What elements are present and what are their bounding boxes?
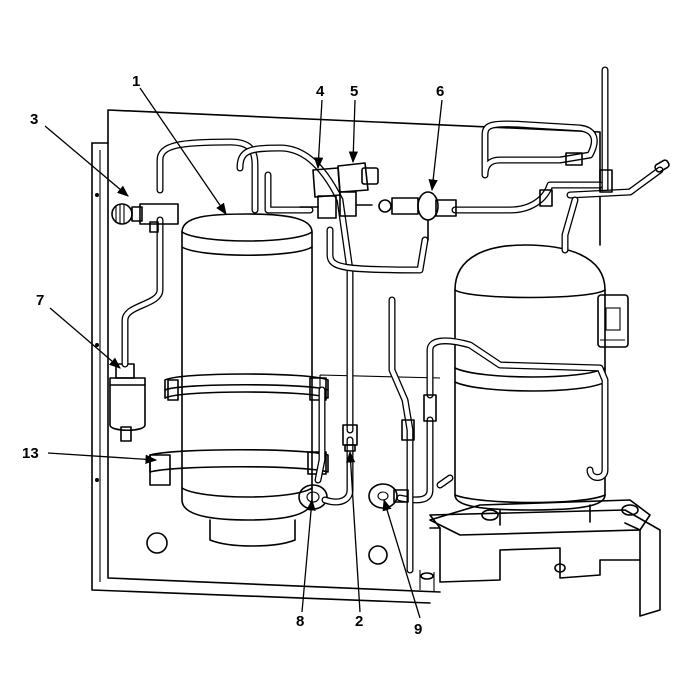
callout-6: 6 — [436, 83, 444, 100]
leader-13 — [47, 452, 158, 464]
leader-5 — [348, 99, 359, 164]
callout-13: 13 — [22, 445, 39, 462]
callout-3: 3 — [30, 111, 38, 128]
callout-4: 4 — [316, 83, 325, 100]
callout-5: 5 — [350, 83, 358, 100]
solenoid-valves — [299, 162, 379, 219]
receiver-tank — [149, 213, 329, 547]
callout-1: 1 — [132, 73, 140, 90]
mounting-panel — [91, 109, 601, 604]
callout-2: 2 — [355, 613, 363, 630]
leader-8 — [301, 498, 316, 613]
leader-1 — [139, 87, 227, 215]
callout-numbers: 1 2 3 4 5 6 7 8 9 13 — [22, 73, 444, 638]
leader-3 — [44, 125, 129, 197]
compressor — [454, 244, 629, 526]
compressor-base-frame — [419, 499, 661, 617]
leader-4 — [313, 99, 324, 170]
callout-9: 9 — [414, 621, 422, 638]
leader-9 — [382, 498, 421, 619]
leader-6 — [428, 99, 443, 192]
leader-2 — [345, 450, 361, 613]
relief-valve — [111, 203, 179, 233]
leader-7 — [49, 307, 121, 369]
callout-7: 7 — [36, 292, 44, 309]
filter-drier — [109, 363, 146, 442]
callout-8: 8 — [296, 613, 304, 630]
callout-leaders — [44, 87, 443, 619]
refrigerant-piping — [121, 66, 664, 574]
expansion-valve — [378, 191, 457, 241]
